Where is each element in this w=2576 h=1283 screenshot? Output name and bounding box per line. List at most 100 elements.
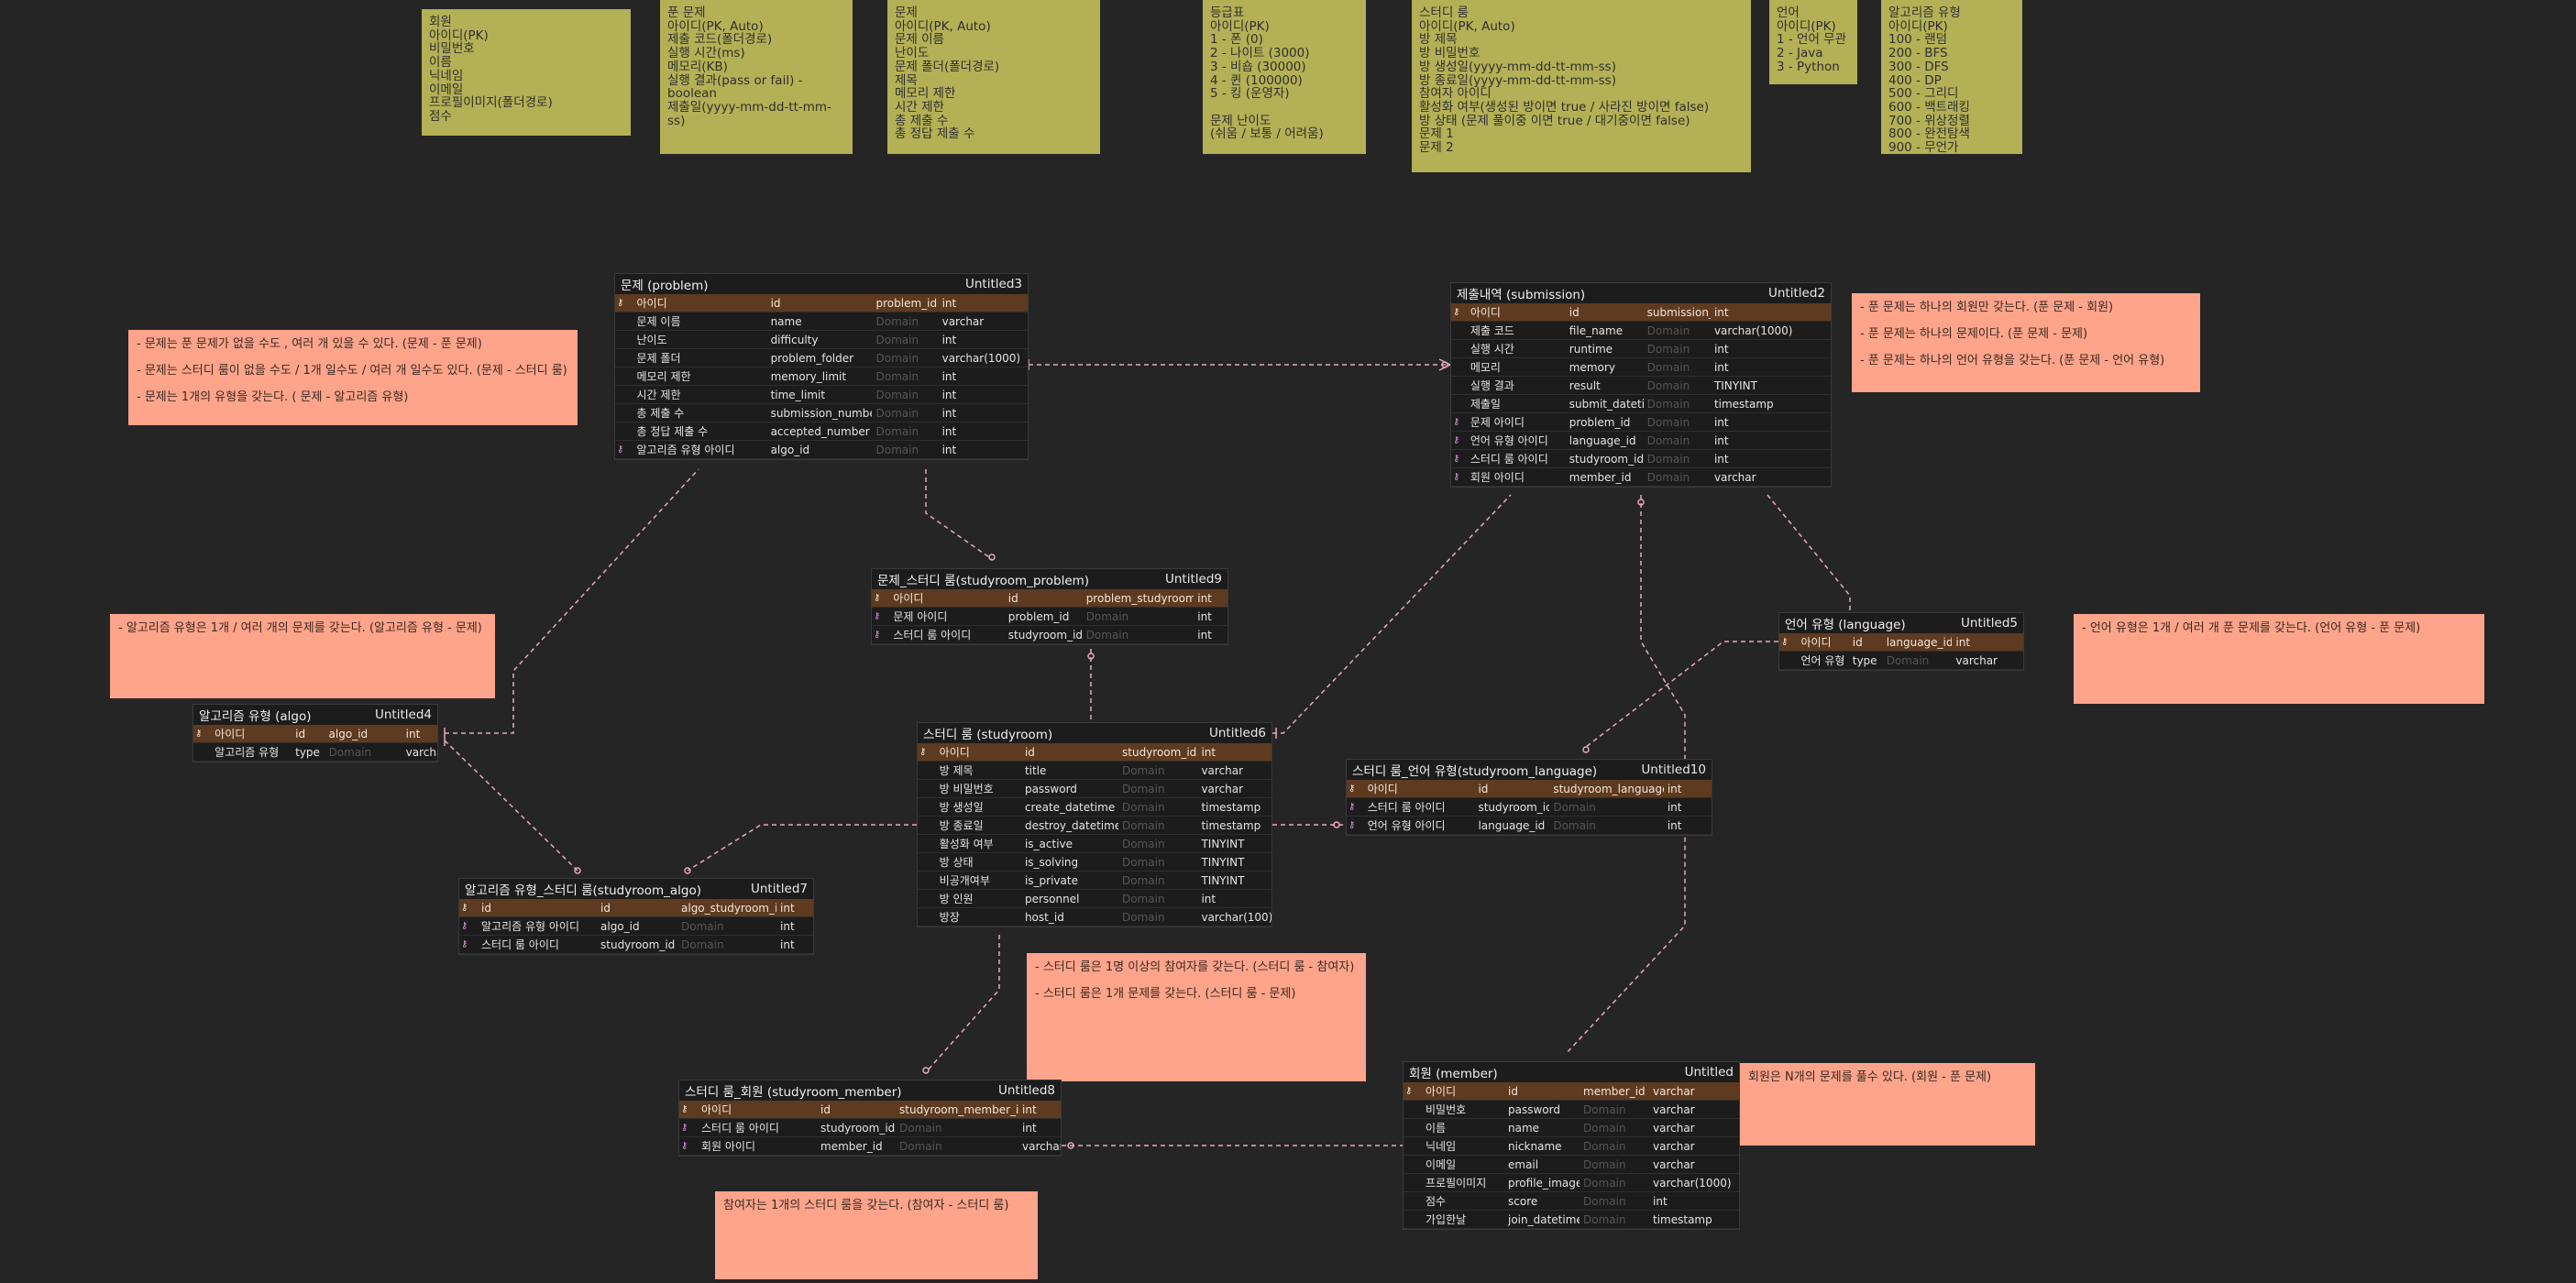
cardinality-circle-7 xyxy=(1582,746,1590,753)
entity-studyroom-problem[interactable]: 문제_스터디 룸(studyroom_problem)Untitled9⚷아이디… xyxy=(871,568,1228,645)
cell-name: 스터디 룸 아이디 xyxy=(1470,453,1548,466)
cell-domain: Domain xyxy=(1583,1102,1626,1116)
cell-domain: Domain xyxy=(875,443,919,456)
cell-domain: Domain xyxy=(1646,323,1690,337)
foreign-key-icon: ⚷ xyxy=(461,921,468,931)
cell-type: varchar(100) xyxy=(1201,910,1271,924)
entity-header: 스터디 룸_언어 유형(studyroom_language)Untitled1… xyxy=(1347,760,1712,780)
cell-name: 제출일 xyxy=(1470,398,1501,411)
cell-domain: Domain xyxy=(1646,397,1690,411)
cell-type: varchar xyxy=(1713,470,1756,484)
cell-domain: Domain xyxy=(1122,782,1165,795)
cell-type: int xyxy=(1713,452,1729,466)
cell-col: studyroom_id xyxy=(1569,452,1644,466)
cell-col: title xyxy=(1024,763,1047,777)
memo-member: 회원은 N개의 문제를 풀수 있다. (회원 - 푼 문제) xyxy=(1740,1063,2035,1146)
cell-type: int xyxy=(1713,433,1729,447)
entity-title: 스터디 룸_언어 유형(studyroom_language) xyxy=(1352,764,1598,779)
link-algo-problem xyxy=(445,468,699,734)
entity-title: 스터디 룸 (studyroom) xyxy=(923,728,1053,742)
cell-col: join_datetime xyxy=(1508,1212,1580,1226)
cell-domain: Domain xyxy=(875,351,919,365)
link-problem-studyroom-problem xyxy=(925,469,993,560)
entity-studyroom-language[interactable]: 스터디 룸_언어 유형(studyroom_language)Untitled1… xyxy=(1346,759,1712,836)
memo-participant: 참여자는 1개의 스터디 룸을 갖는다. (참여자 - 스터디 룸) xyxy=(715,1191,1038,1279)
entity-studyroom-algo[interactable]: 알고리즘 유형_스터디 룸(studyroom_algo)Untitled7⚷i… xyxy=(458,878,814,955)
cell-col: type xyxy=(295,745,320,759)
cell-type: int xyxy=(1197,609,1212,623)
entity-studyroom-member[interactable]: 스터디 룸_회원 (studyroom_member)Untitled8⚷아이디… xyxy=(678,1080,1062,1157)
cell-domain: Domain xyxy=(681,938,724,951)
cell-domain: Domain xyxy=(1553,818,1596,832)
cell-name: 스터디 룸 아이디 xyxy=(893,629,972,642)
cell-domain: algo_id xyxy=(328,727,369,740)
cell-col: id xyxy=(295,727,306,740)
cardinality-circle-3 xyxy=(1087,652,1095,660)
cell-domain: language_id xyxy=(1886,635,1953,649)
cell-type: TINYINT xyxy=(1201,855,1245,869)
cell-domain: Domain xyxy=(1583,1212,1626,1226)
cell-name: 아이디 xyxy=(939,746,970,759)
cell-col: host_id xyxy=(1024,910,1064,924)
